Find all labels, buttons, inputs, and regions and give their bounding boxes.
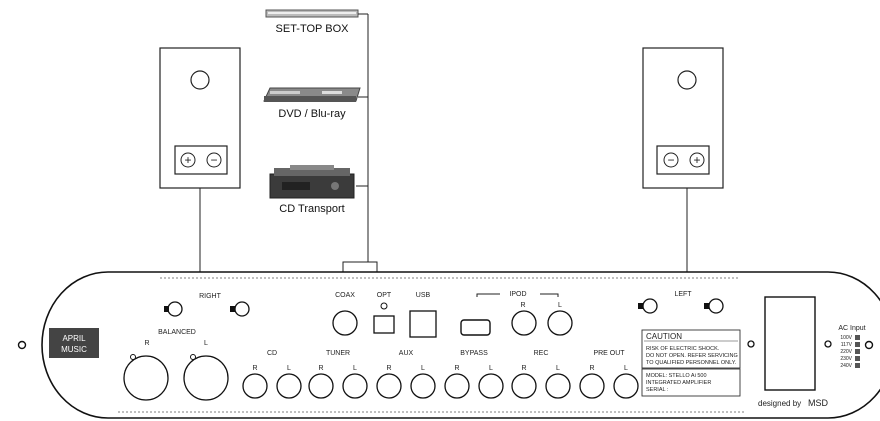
power-inlet [764,296,816,391]
ipod-l-input [547,310,573,336]
ipod-bracket [476,293,559,297]
model-line-3: SERIAL : [646,387,669,393]
pre-out-l-label: L [624,365,628,372]
tuner-r-label: R [318,365,323,372]
speaker-cables [199,188,688,272]
ipod-label: IPOD [509,291,526,298]
bypass-r-jack [444,373,470,399]
brand-line-1: APRIL [62,334,86,343]
group-label-rec: REC [534,350,549,357]
ipod-r-input [511,310,537,336]
usb-label: USB [416,292,431,299]
group-label-pre-out: PRE OUT [593,350,625,357]
balanced-xlr-inputs [123,354,229,401]
ac-option-117v: 117V [841,342,853,348]
opt-indicator [380,302,388,310]
aux-r-label: R [386,365,391,372]
cd-l-jack [276,373,302,399]
cd-transport-label: CD Transport [279,203,344,215]
speaker-right-plus: + [184,153,191,167]
group-label-aux: AUX [399,350,414,357]
panel-screw-mid-left [747,340,755,348]
panel-screw-mid-right [824,340,832,348]
pre-out-r-jack [579,373,605,399]
group-label-bypass: BYPASS [460,350,488,357]
aux-l-jack [410,373,436,399]
tuner-l-label: L [353,365,357,372]
source-cables [342,13,378,273]
opt-input [373,315,395,334]
ac-input-indicators [855,335,860,368]
model-label [641,368,741,397]
dvd-player [263,87,361,102]
caution-label [641,329,741,369]
opt-label: OPT [377,292,392,299]
left-speaker-terminals [638,298,724,314]
pre-out-l-jack [613,373,639,399]
ac-option-230v: 230V [840,356,852,362]
caution-line-3: TO QUALIFIED PERSONNEL ONLY. [646,360,737,366]
rec-r-label: R [521,365,526,372]
cd-r-jack [242,373,268,399]
model-line-2: INTEGRATED AMPLIFIER [646,380,711,386]
speaker-left [642,47,724,189]
bypass-l-label: L [489,365,493,372]
set-top-box-label: SET-TOP BOX [276,23,350,35]
aux-l-label: L [421,365,425,372]
tuner-r-jack [308,373,334,399]
balanced-r-label: R [144,340,149,347]
ipod-dock-port [460,319,491,336]
brand-line-2: MUSIC [61,345,87,354]
designed-by-name: MSD [808,398,829,408]
brand-logo [49,328,99,358]
cd-r-label: R [252,365,257,372]
ac-input-title: AC Input [838,325,865,332]
set-top-box [265,9,359,18]
speaker-right [159,47,241,189]
right-terminals-label: RIGHT [199,293,222,300]
left-terminals-label: LEFT [674,291,692,298]
speaker-right-minus: − [210,153,217,167]
caution-title: CAUTION [646,332,682,341]
caution-line-1: RISK OF ELECTRIC SHOCK. [646,346,720,352]
ipod-r-label: R [520,302,525,309]
speaker-left-minus: − [667,153,674,167]
rec-r-jack [511,373,537,399]
cd-l-label: L [287,365,291,372]
pre-out-r-label: R [589,365,594,372]
bypass-l-jack [478,373,504,399]
tuner-l-jack [342,373,368,399]
right-speaker-terminals [164,301,250,317]
ac-option-220v: 220V [840,349,852,355]
coax-label: COAX [335,292,355,299]
ipod-l-label: L [558,302,562,309]
ac-option-240v: 240V [840,363,852,369]
cd-transport [269,165,355,199]
bypass-r-label: R [454,365,459,372]
panel-screw-right [864,340,874,350]
balanced-label: BALANCED [158,329,196,336]
aux-r-jack [376,373,402,399]
model-line-1: MODEL: STELLO Ai 500 [646,373,707,379]
usb-input [409,310,437,338]
caution-line-2: DO NOT OPEN. REFER SERVICING [646,353,738,359]
dvd-label: DVD / Blu-ray [278,108,346,120]
rec-l-jack [545,373,571,399]
speaker-left-plus: + [693,153,700,167]
balanced-l-label: L [204,340,208,347]
ac-option-100v: 100V [840,335,852,341]
panel-screw-left [17,340,27,350]
group-label-tuner: TUNER [326,350,350,357]
rec-l-label: L [556,365,560,372]
group-label-cd: CD [267,350,277,357]
coax-input [332,310,358,336]
designed-by-prefix: designed by [758,399,801,408]
